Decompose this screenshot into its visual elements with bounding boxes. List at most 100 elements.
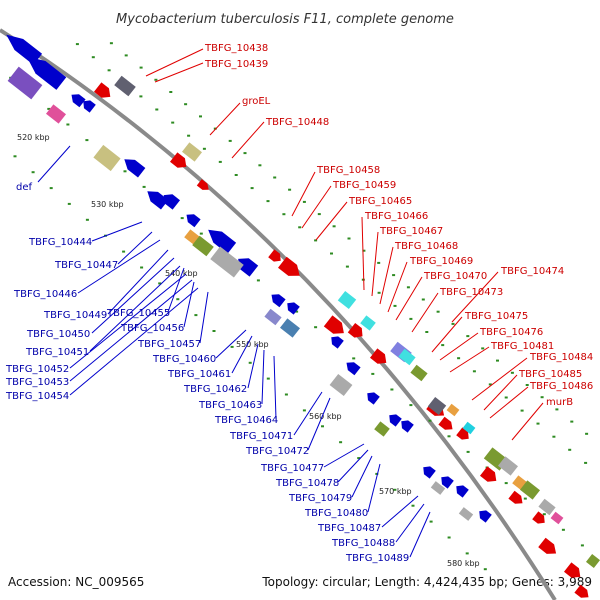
track-dot <box>288 188 292 191</box>
feature-block <box>458 507 474 521</box>
summary-text: Topology: circular; Length: 4,424,435 bp… <box>261 575 592 589</box>
reverse-gene-glyph <box>83 100 96 113</box>
reverse-leader-line <box>351 455 373 498</box>
gene-label-tbfg-10438: TBFG_10438 <box>204 43 268 54</box>
gene-label-tbfg-10488: TBFG_10488 <box>331 538 395 549</box>
scale-label-570: 570 kbp <box>379 487 412 496</box>
reverse-leader-line <box>231 335 253 374</box>
track-dot <box>447 536 451 539</box>
reverse-gene-glyph <box>271 294 286 308</box>
gene-label-tbfg-10476: TBFG_10476 <box>479 327 543 338</box>
forward-gene-glyph <box>323 315 344 334</box>
gene-label-tbfg-10453: TBFG_10453 <box>5 377 69 388</box>
reverse-leader-line <box>215 329 247 359</box>
track-dot <box>199 232 203 235</box>
gene-label-tbfg-10447: TBFG_10447 <box>54 260 118 271</box>
track-dot <box>568 448 572 451</box>
reverse-leader-line <box>69 273 187 369</box>
feature-block <box>182 142 202 162</box>
forward-gene-glyph <box>438 416 453 430</box>
gene-label-tbfg-10455: TBFG_10455 <box>106 308 170 319</box>
reverse-gene-glyph <box>71 94 86 108</box>
reverse-leader-line <box>199 291 209 344</box>
map-title: Mycobacterium tuberculosis F11, complete… <box>116 12 454 27</box>
forward-leader-line <box>439 332 479 361</box>
track-dot <box>140 266 144 269</box>
track-dot <box>184 103 188 106</box>
reverse-leader-line <box>91 221 143 242</box>
track-dot <box>250 187 254 190</box>
forward-gene-labels: TBFG_10438 TBFG_10439 groEL TBFG_10448 T… <box>204 43 593 408</box>
reverse-gene-glyph <box>26 56 67 90</box>
track-dot <box>481 347 485 350</box>
track-dot <box>447 435 451 438</box>
track-dot <box>142 185 146 188</box>
reverse-gene-glyph <box>208 229 237 254</box>
track-dot <box>561 528 565 531</box>
reverse-leader-line <box>89 265 181 352</box>
track-dot <box>199 115 202 118</box>
track-dot <box>393 304 397 307</box>
track-dot <box>488 383 492 386</box>
track-dot <box>425 331 429 333</box>
feature-block <box>7 66 43 100</box>
track-dot <box>31 171 35 174</box>
track-dot <box>180 217 184 220</box>
gene-label-tbfg-10474: TBFG_10474 <box>500 266 564 277</box>
gene-label-tbfg-10480: TBFG_10480 <box>304 508 368 519</box>
forward-leader-line <box>511 402 544 441</box>
track-dot <box>187 134 191 137</box>
track-dot <box>504 482 508 485</box>
gene-label-tbfg-10452: TBFG_10452 <box>5 364 69 375</box>
gene-label-tbfg-10464: TBFG_10464 <box>214 415 278 426</box>
feature-block <box>427 396 447 416</box>
track-dot <box>258 164 262 167</box>
reverse-leader-line <box>69 287 199 396</box>
track-dot <box>212 330 216 332</box>
forward-leader-line <box>431 316 463 353</box>
scale-label-550: 550 kbp <box>236 340 269 349</box>
forward-leader-line <box>145 48 204 77</box>
feature-block <box>280 318 300 338</box>
track-dot <box>139 95 143 98</box>
forward-gene-glyph <box>196 179 209 190</box>
gene-label-tbfg-10446: TBFG_10446 <box>13 289 77 300</box>
forward-gene-glyph <box>532 511 545 524</box>
track-dot <box>510 371 514 374</box>
track-dot <box>85 139 89 142</box>
gene-label-tbfg-10462: TBFG_10462 <box>183 384 247 395</box>
reverse-gene-glyph <box>456 485 469 498</box>
gene-label-tbfg-10472: TBFG_10472 <box>245 446 309 457</box>
gene-label-tbfg-10489: TBFG_10489 <box>345 553 409 564</box>
forward-leader-line <box>361 216 365 291</box>
gene-label-tbfg-10467: TBFG_10467 <box>379 226 443 237</box>
track-dot <box>213 127 217 130</box>
track-dot <box>392 274 396 277</box>
reverse-gene-labels: def TBFG_10444 TBFG_10447 TBFG_10446 TBF… <box>5 182 409 564</box>
gene-label-tbfg-10454: TBFG_10454 <box>5 391 69 402</box>
track-dot <box>171 121 175 124</box>
track-dot <box>218 160 222 163</box>
reverse-gene-glyph <box>423 466 436 479</box>
feature-block <box>446 403 460 417</box>
feature-block <box>337 290 357 310</box>
reverse-gene-glyph <box>389 414 402 427</box>
track-dot <box>345 265 349 268</box>
feature-block <box>462 421 476 435</box>
track-dot <box>228 139 232 142</box>
forward-gene-glyph <box>94 82 111 98</box>
reverse-gene-glyph <box>367 392 380 405</box>
feature-block <box>430 481 446 495</box>
reverse-gene-glyph <box>186 214 201 228</box>
reverse-leader-line <box>91 257 175 334</box>
forward-gene-glyph <box>347 322 363 338</box>
forward-leader-line <box>209 102 241 136</box>
track-dot <box>542 513 546 516</box>
forward-leader-line <box>489 386 529 419</box>
track-dot <box>230 345 234 348</box>
track-dot <box>282 213 286 216</box>
track-dot <box>523 497 527 500</box>
reverse-gene-glyph <box>124 159 146 178</box>
track-dot <box>332 225 336 228</box>
